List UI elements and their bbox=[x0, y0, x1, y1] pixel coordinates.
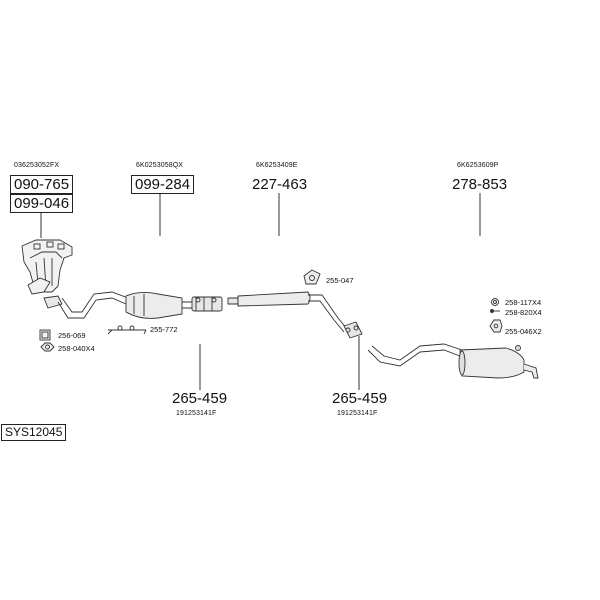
accessory-label-255-047[interactable]: 255-047 bbox=[326, 276, 354, 285]
clamp-2-graphic bbox=[343, 321, 363, 339]
flex-gasket-graphic bbox=[43, 295, 63, 309]
middle-silencer-graphic bbox=[227, 291, 349, 333]
catalytic-converter-graphic bbox=[125, 291, 194, 319]
part-number-rear-silencer[interactable]: 278-853 bbox=[452, 176, 508, 193]
part-number-manifold-1[interactable]: 090-765 bbox=[10, 175, 74, 194]
bolt-255-772-icon bbox=[107, 325, 147, 335]
manifold-graphic bbox=[21, 239, 73, 295]
oem-number-manifold: 036253052FX bbox=[14, 162, 60, 169]
clamp-1-graphic bbox=[191, 296, 223, 312]
oem-number-front-pipe: 6K0253058QX bbox=[136, 162, 184, 169]
oem-number-clamp-1: 191253141F bbox=[176, 410, 217, 417]
oem-number-clamp-2: 191253141F bbox=[337, 410, 378, 417]
accessory-label-255-046[interactable]: 255-046X2 bbox=[505, 327, 542, 336]
oem-number-middle-silencer: 6K6253409E bbox=[256, 162, 298, 169]
part-number-middle-silencer[interactable]: 227-463 bbox=[252, 176, 308, 193]
part-number-manifold-2[interactable]: 099-046 bbox=[10, 194, 74, 213]
hanger-255-046-icon bbox=[489, 319, 503, 333]
accessory-label-255-772[interactable]: 255-772 bbox=[150, 325, 178, 334]
part-number-clamp-2[interactable]: 265-459 bbox=[332, 390, 388, 407]
accessory-label-256-069[interactable]: 256-069 bbox=[58, 331, 86, 340]
system-id-badge: SYS12045 bbox=[1, 424, 67, 441]
nut-258-040-icon bbox=[40, 342, 55, 352]
accessory-label-258-820[interactable]: 258-820X4 bbox=[505, 308, 542, 317]
rear-pipe-graphic bbox=[367, 343, 463, 367]
accessory-label-258-117[interactable]: 258-117X4 bbox=[505, 298, 542, 307]
accessory-label-258-040[interactable]: 258-040X4 bbox=[58, 344, 95, 353]
oem-number-rear-silencer: 6K6253609P bbox=[457, 162, 499, 169]
hanger-255-047-graphic bbox=[303, 269, 321, 285]
front-pipe-graphic bbox=[57, 291, 129, 319]
bolt-258-820-icon bbox=[490, 309, 500, 313]
gasket-256-069-icon bbox=[39, 329, 51, 341]
rear-silencer-graphic bbox=[458, 345, 539, 379]
ring-258-117-icon bbox=[491, 298, 499, 306]
part-number-front-pipe[interactable]: 099-284 bbox=[131, 175, 195, 194]
part-number-clamp-1[interactable]: 265-459 bbox=[172, 390, 228, 407]
